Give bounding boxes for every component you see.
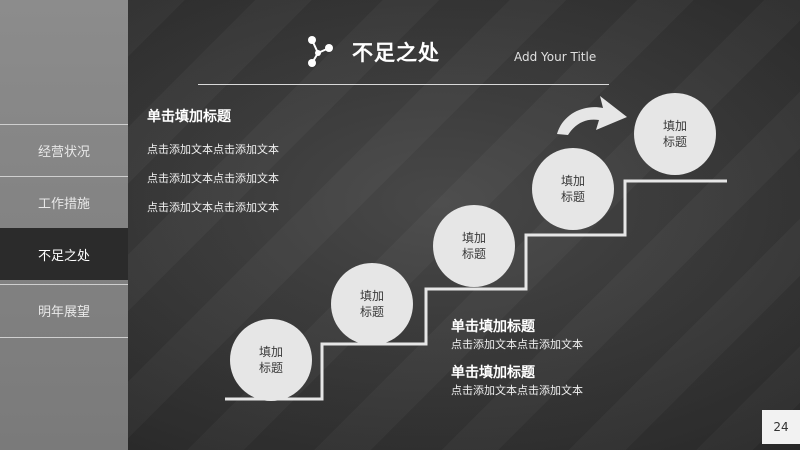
page-subtitle[interactable]: Add Your Title xyxy=(514,50,597,64)
sidebar-item-label: 不足之处 xyxy=(37,249,90,264)
sidebar-divider xyxy=(0,337,128,338)
bottom-block-1-title[interactable]: 单击填加标题 xyxy=(451,319,535,335)
step-label-4[interactable]: 填加 标题 xyxy=(533,173,613,205)
share-nodes-icon xyxy=(308,36,333,67)
step-circle-1 xyxy=(230,319,312,401)
step-label-line: 填加 xyxy=(359,289,384,303)
step-label-line: 填加 xyxy=(662,119,687,133)
step-circle-2 xyxy=(331,263,413,345)
step-label-line: 填加 xyxy=(461,231,486,245)
curved-arrow-icon xyxy=(557,96,627,135)
sidebar-item-business-status[interactable]: 经营状况 xyxy=(0,124,128,176)
staircase-line xyxy=(225,179,727,401)
header-divider xyxy=(198,84,609,85)
top-block-title[interactable]: 单击填加标题 xyxy=(147,109,231,125)
page-title: 不足之处 xyxy=(352,41,440,65)
bottom-block-1-line[interactable]: 点击添加文本点击添加文本 xyxy=(451,338,583,351)
step-circle-5 xyxy=(634,93,716,175)
step-label-line: 标题 xyxy=(662,135,687,149)
step-label-line: 标题 xyxy=(258,361,283,375)
sidebar-item-label: 经营状况 xyxy=(37,145,90,160)
page-number: 24 xyxy=(762,410,800,444)
sidebar-item-work-measures[interactable]: 工作措施 xyxy=(0,176,128,228)
step-label-line: 标题 xyxy=(560,190,585,204)
top-block-line-1[interactable]: 点击添加文本点击添加文本 xyxy=(147,143,279,156)
sidebar-item-label: 工作措施 xyxy=(37,197,90,212)
sidebar-nav: 经营状况 工作措施 不足之处 明年展望 xyxy=(0,0,128,450)
sidebar-item-shortcomings[interactable]: 不足之处 xyxy=(0,228,128,280)
step-label-line: 标题 xyxy=(359,305,384,319)
step-label-line: 填加 xyxy=(258,345,283,359)
sidebar-item-next-year-outlook[interactable]: 明年展望 xyxy=(0,284,128,336)
sidebar-item-label: 明年展望 xyxy=(37,305,90,320)
step-label-5[interactable]: 填加 标题 xyxy=(635,118,715,150)
step-label-2[interactable]: 填加 标题 xyxy=(332,288,412,320)
top-block-line-3[interactable]: 点击添加文本点击添加文本 xyxy=(147,201,279,214)
step-label-1[interactable]: 填加 标题 xyxy=(231,344,311,376)
step-circle-3 xyxy=(433,205,515,287)
step-circle-4 xyxy=(532,148,614,230)
step-label-line: 填加 xyxy=(560,174,585,188)
bottom-block-2-title[interactable]: 单击填加标题 xyxy=(451,365,535,381)
step-label-3[interactable]: 填加 标题 xyxy=(434,230,514,262)
bottom-block-2-line[interactable]: 点击添加文本点击添加文本 xyxy=(451,384,583,397)
top-block-line-2[interactable]: 点击添加文本点击添加文本 xyxy=(147,172,279,185)
step-label-line: 标题 xyxy=(461,247,486,261)
